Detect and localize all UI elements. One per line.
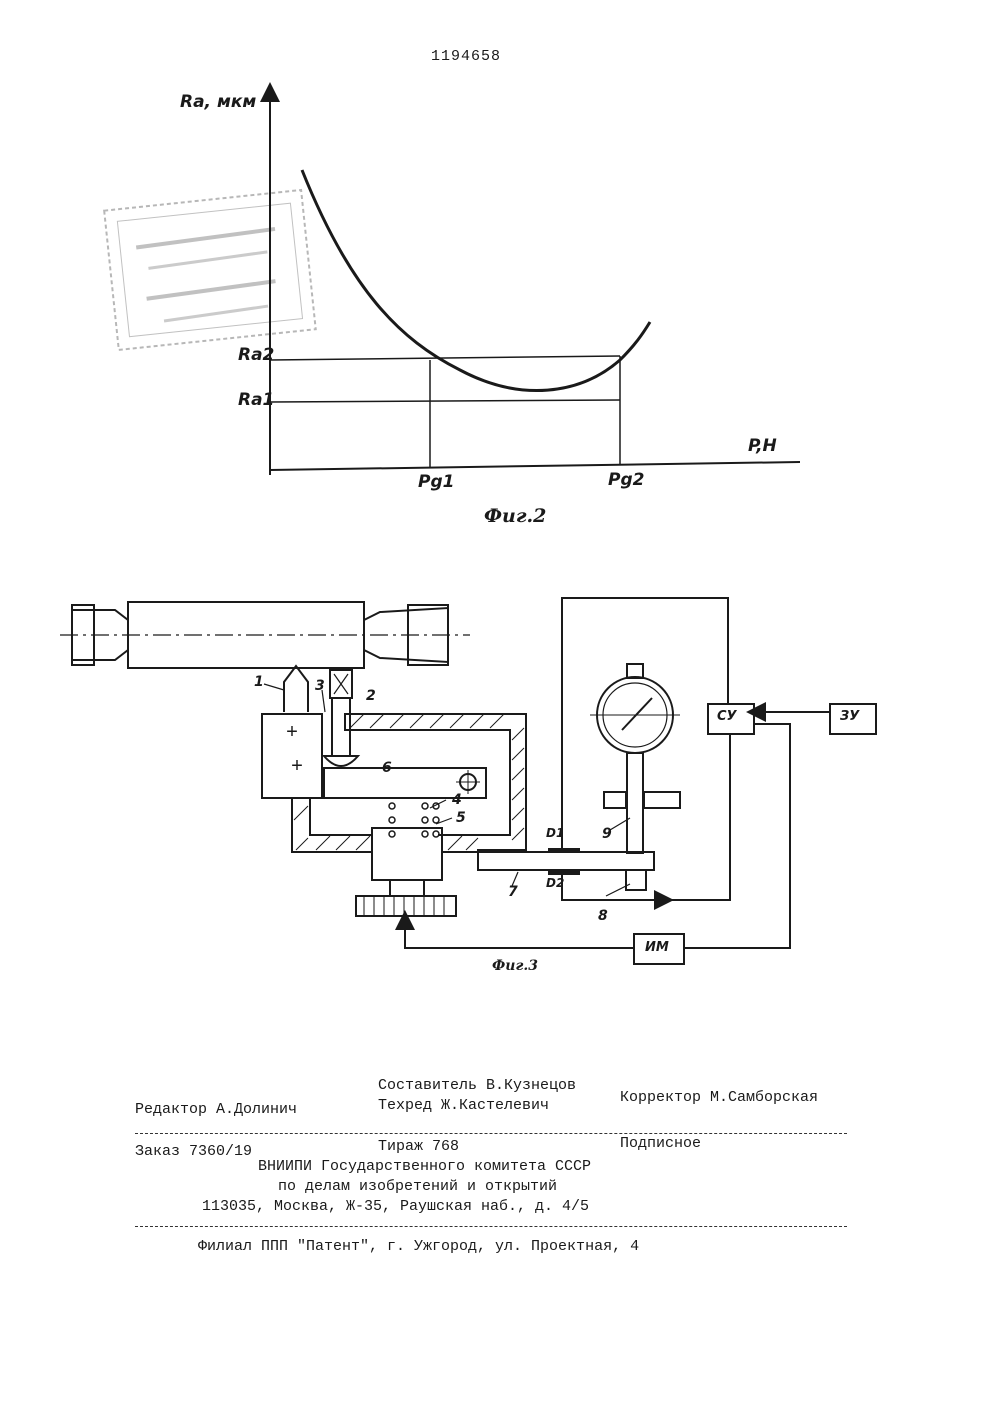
svg-text:+: + <box>286 722 298 745</box>
sensor-label-d1: D1 <box>546 826 564 840</box>
circulation-line: Тираж 768 <box>378 1138 459 1155</box>
x-axis <box>270 462 800 470</box>
memory-unit-label: ЗУ <box>840 709 859 724</box>
part-label-2: 2 <box>366 688 376 704</box>
figure-3-caption: Фиг.3 <box>492 958 538 974</box>
svg-text:+: + <box>291 756 303 779</box>
figure-3-diagram: + + <box>60 598 876 964</box>
address-line: 113035, Москва, Ж-35, Раушская наб., д. … <box>202 1198 589 1215</box>
editor-line: Редактор А.Долинич <box>135 1101 297 1118</box>
adjust-gear <box>356 896 456 916</box>
part-label-9: 9 <box>602 826 612 842</box>
x-tick-pg1: Pg1 <box>418 472 454 492</box>
ra1-guide <box>270 400 620 402</box>
order-line: Заказ 7360/19 <box>135 1143 252 1160</box>
housing <box>292 714 526 852</box>
indicator-stem <box>627 753 643 853</box>
compiler-line: Составитель В.Кузнецов <box>378 1077 576 1094</box>
techred-line: Техред Ж.Кастелевич <box>378 1097 549 1114</box>
org-line-1: ВНИИПИ Государственного комитета СССР <box>258 1158 591 1175</box>
probe-rod <box>332 698 350 756</box>
measuring-rod <box>478 852 654 870</box>
signal-frame <box>562 598 728 850</box>
part-label-8: 8 <box>598 908 608 924</box>
cutting-tool <box>284 666 308 712</box>
actuator-label: ИМ <box>645 940 669 955</box>
ra2-guide <box>270 356 620 360</box>
control-unit-label: СУ <box>717 709 737 724</box>
y-tick-ra1: Ra1 <box>238 390 274 410</box>
part-label-1: 1 <box>254 674 264 690</box>
springs <box>389 803 439 837</box>
corrector-line: Корректор М.Самборская <box>620 1089 818 1106</box>
part-label-4: 4 <box>452 792 462 808</box>
adjusting-screw <box>372 828 442 880</box>
x-tick-pg2: Pg2 <box>608 470 644 490</box>
y-tick-ra2: Ra2 <box>238 345 274 365</box>
separator-bottom <box>135 1226 847 1227</box>
sensor-label-d2: D2 <box>546 876 564 890</box>
subscription-line: Подписное <box>620 1135 701 1152</box>
part-label-5: 5 <box>456 810 466 826</box>
branch-line: Филиал ППП "Патент", г. Ужгород, ул. Про… <box>198 1238 639 1255</box>
y-axis-label: Ra, мкм <box>180 92 256 112</box>
part-label-6: 6 <box>382 760 392 776</box>
archive-stamp <box>104 190 316 350</box>
org-line-2: по делам изобретений и открытий <box>278 1178 557 1195</box>
figure-2-caption: Фиг.2 <box>484 505 546 527</box>
part-label-7: 7 <box>508 884 518 900</box>
part-label-3: 3 <box>315 678 325 694</box>
x-axis-label: P,Н <box>748 436 777 456</box>
separator-top <box>135 1133 847 1134</box>
